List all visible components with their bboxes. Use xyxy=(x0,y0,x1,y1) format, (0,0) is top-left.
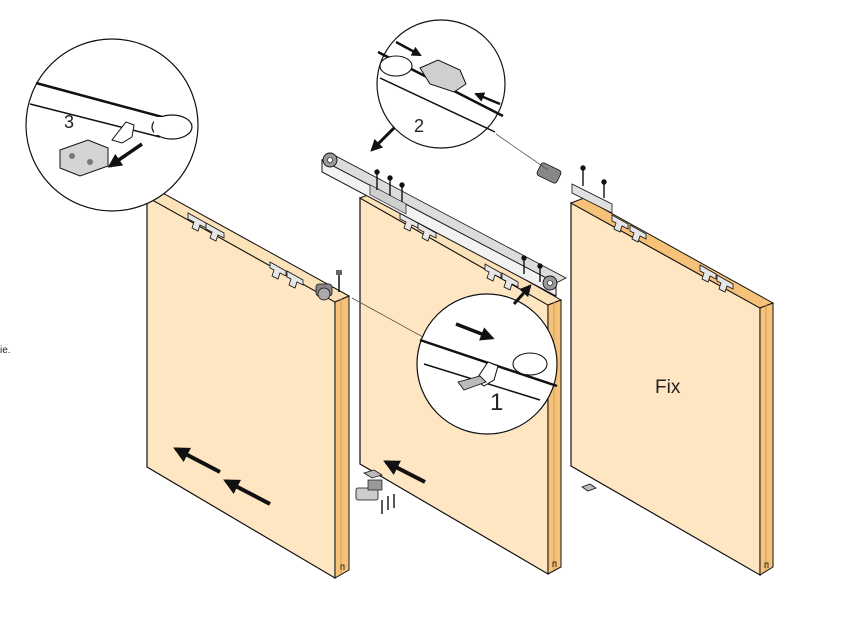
clip-icon xyxy=(363,469,383,479)
fixed-door-stop-bracket xyxy=(581,483,597,492)
screw-icon xyxy=(601,179,607,198)
step-label-2: 2 xyxy=(414,116,424,136)
rail-screws xyxy=(374,169,543,282)
screw-icon xyxy=(387,175,393,196)
bracket-icon xyxy=(536,162,562,184)
fixed-door-clips xyxy=(611,214,734,293)
roller-icon xyxy=(512,352,548,376)
arrow-icon xyxy=(173,447,221,474)
roller-icon xyxy=(379,55,413,77)
arrow-icon xyxy=(474,92,501,106)
arrow-icon xyxy=(370,126,396,152)
middle-door-arrow xyxy=(383,460,426,484)
clip-icon xyxy=(419,59,467,93)
arrow-icon xyxy=(383,460,426,484)
screw-icon xyxy=(374,169,380,190)
left-door-panel xyxy=(145,191,351,580)
step-label-3: 3 xyxy=(64,112,74,132)
left-door-roller-icon xyxy=(315,270,342,301)
screw-icon xyxy=(399,182,405,202)
detail-callout-2 xyxy=(376,19,549,171)
screw-icon xyxy=(537,263,543,282)
step-label-1: 1 xyxy=(490,389,503,416)
detail-callout-3 xyxy=(25,38,199,212)
top-rail xyxy=(321,152,567,297)
detail-callout-1 xyxy=(351,284,558,435)
clip-icon xyxy=(111,121,135,144)
bracket-icon xyxy=(457,375,487,391)
arrow-icon xyxy=(455,322,495,341)
left-door-clip-2 xyxy=(269,261,304,289)
left-door-arrows xyxy=(173,447,271,506)
left-door-clip-1 xyxy=(187,212,225,242)
arrow-icon xyxy=(107,142,143,168)
arrow-icon xyxy=(512,284,532,305)
fixed-door-top-bracket xyxy=(536,162,613,214)
floor-guide-hardware xyxy=(355,469,395,514)
bracket-icon xyxy=(355,487,379,501)
middle-door-clips xyxy=(399,212,519,291)
edge-text-fragment: ie. xyxy=(0,345,11,356)
screw-icon xyxy=(580,165,586,186)
arrow-icon xyxy=(395,40,422,57)
screw-icon xyxy=(521,255,527,274)
arrow-icon xyxy=(223,479,271,506)
fixed-panel-label: Fix xyxy=(655,377,681,398)
